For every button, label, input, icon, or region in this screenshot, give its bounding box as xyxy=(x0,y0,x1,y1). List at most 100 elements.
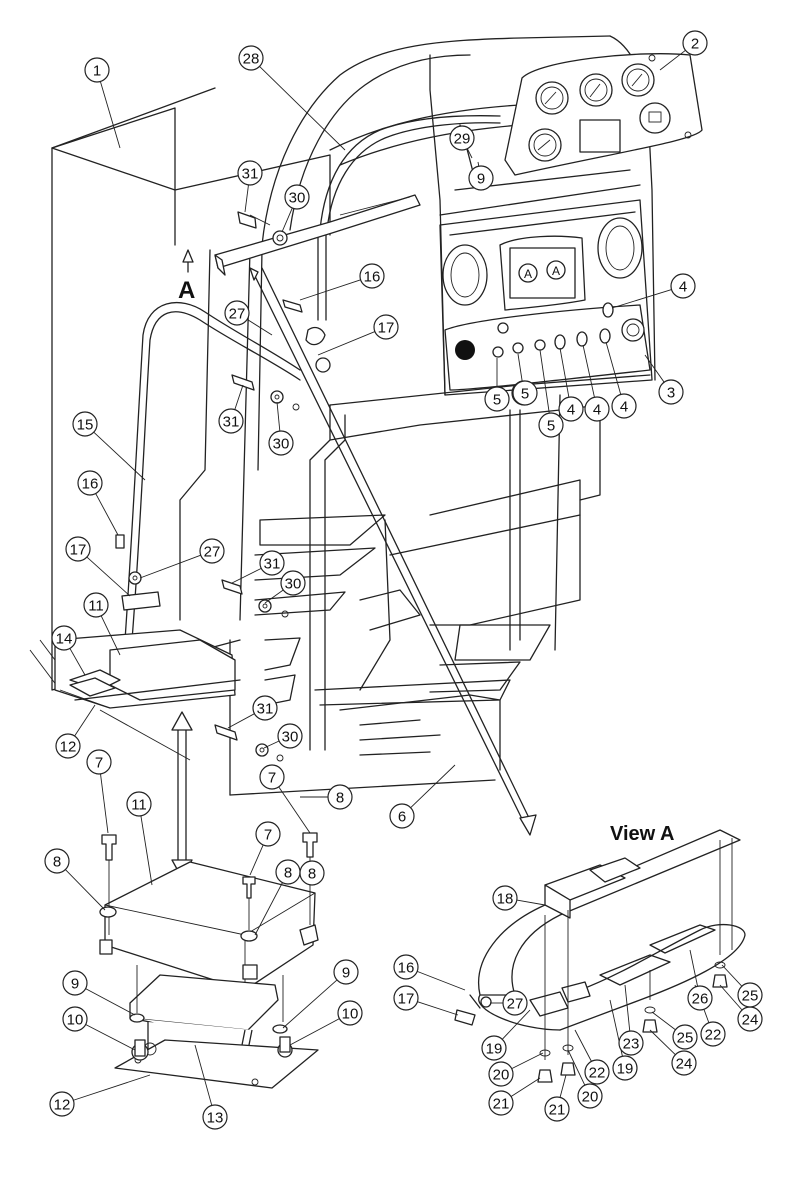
callout-number: 25 xyxy=(677,1030,694,1047)
callout-number: 20 xyxy=(493,1067,510,1084)
callout-30: 30 xyxy=(284,184,310,210)
upper-control-box xyxy=(54,629,241,709)
leader-line xyxy=(282,979,338,1029)
leader-line xyxy=(231,567,262,584)
callout-number: 20 xyxy=(582,1089,599,1106)
callout-number: 31 xyxy=(264,556,281,573)
leader-line xyxy=(254,882,283,936)
leader-line xyxy=(582,344,595,398)
callout-number: 6 xyxy=(398,809,406,826)
leader-line xyxy=(244,184,249,213)
black-knob xyxy=(455,340,475,360)
callout-30: 30 xyxy=(280,570,306,596)
callout-number: 14 xyxy=(56,631,73,648)
cab-outline xyxy=(29,35,656,796)
callout-6: 6 xyxy=(389,803,415,829)
callout-number: 29 xyxy=(454,131,471,148)
leader-line xyxy=(93,431,146,481)
callout-circle xyxy=(687,985,713,1011)
leader-line xyxy=(259,66,346,151)
callout-21: 21 xyxy=(544,1096,570,1122)
callout-number: 8 xyxy=(336,790,344,807)
callout-number: 24 xyxy=(742,1012,759,1029)
view-a-marker: A xyxy=(178,249,195,304)
callout-circle xyxy=(611,393,637,419)
callout-16: 16 xyxy=(77,470,103,496)
leader-line xyxy=(417,1001,459,1016)
leader-line xyxy=(281,207,293,233)
callout-number: 9 xyxy=(477,171,485,188)
callout-number: 17 xyxy=(70,542,87,559)
callout-number: 4 xyxy=(620,399,628,416)
callout-circle xyxy=(77,470,103,496)
callout-number: 5 xyxy=(547,418,555,435)
callout-13: 13 xyxy=(202,1104,228,1130)
callout-circle xyxy=(671,1050,697,1076)
callout-circle xyxy=(237,160,263,186)
leader-line xyxy=(194,1044,213,1106)
leader-line xyxy=(100,773,109,834)
leader-line xyxy=(74,704,96,737)
callout-number: 22 xyxy=(705,1027,722,1044)
leader-line xyxy=(501,1009,531,1040)
leader-line xyxy=(466,148,473,159)
callout-number: 11 xyxy=(88,598,104,615)
callout-9: 9 xyxy=(62,970,88,996)
leader-line xyxy=(721,964,743,987)
callout-number: 3 xyxy=(667,385,675,402)
callout-20: 20 xyxy=(488,1061,514,1087)
view-a-title: View A xyxy=(610,823,674,845)
callout-27: 27 xyxy=(502,990,528,1016)
callout-4: 4 xyxy=(584,396,610,422)
callout-circle xyxy=(65,536,91,562)
callout-circle xyxy=(512,380,538,406)
callout-29: 29 xyxy=(449,125,475,151)
view-a-detail xyxy=(454,829,746,1083)
callout-circle xyxy=(44,848,70,874)
callout-4: 4 xyxy=(670,273,696,299)
callout-21: 21 xyxy=(488,1090,514,1116)
callout-number: 11 xyxy=(131,797,147,814)
callout-1: 1 xyxy=(84,57,110,83)
leader-line xyxy=(517,353,523,382)
callout-20: 20 xyxy=(577,1083,603,1109)
leader-line xyxy=(278,786,311,834)
callout-circle xyxy=(359,263,385,289)
leader-line xyxy=(249,844,264,876)
callout-23: 23 xyxy=(618,1030,644,1056)
callout-number: 28 xyxy=(243,51,260,68)
callout-2: 2 xyxy=(682,30,708,56)
callout-19: 19 xyxy=(612,1055,638,1081)
callout-14: 14 xyxy=(51,625,77,651)
callout-circle xyxy=(55,733,81,759)
leader-line xyxy=(86,556,131,597)
leader-line xyxy=(85,988,136,1016)
callout-number: 9 xyxy=(71,976,79,993)
callout-8: 8 xyxy=(275,859,301,885)
callout-number: 4 xyxy=(679,279,687,296)
view-marker-label: A xyxy=(178,277,195,304)
callout-12: 12 xyxy=(55,733,81,759)
callout-number: 30 xyxy=(273,436,290,453)
leader-line xyxy=(649,1029,676,1055)
callout-number: 19 xyxy=(486,1041,503,1058)
callout-10: 10 xyxy=(62,1006,88,1032)
callout-circle xyxy=(218,408,244,434)
callout-number: 27 xyxy=(204,544,221,561)
callout-number: 9 xyxy=(342,965,350,982)
leader-line xyxy=(651,1011,676,1031)
callout-number: 10 xyxy=(67,1012,84,1029)
callout-28: 28 xyxy=(238,45,264,71)
callout-number: 30 xyxy=(285,576,302,593)
callout-circle xyxy=(449,125,475,151)
callout-22: 22 xyxy=(700,1021,726,1047)
callout-circle xyxy=(49,1091,75,1117)
callout-number: 5 xyxy=(493,392,501,409)
leader-line xyxy=(289,1018,340,1046)
leader-line xyxy=(574,1029,592,1062)
callout-31: 31 xyxy=(237,160,263,186)
leader-line xyxy=(417,970,466,991)
leader-line xyxy=(299,279,361,301)
leader-line xyxy=(511,1052,544,1070)
callout-number: 7 xyxy=(95,755,103,772)
